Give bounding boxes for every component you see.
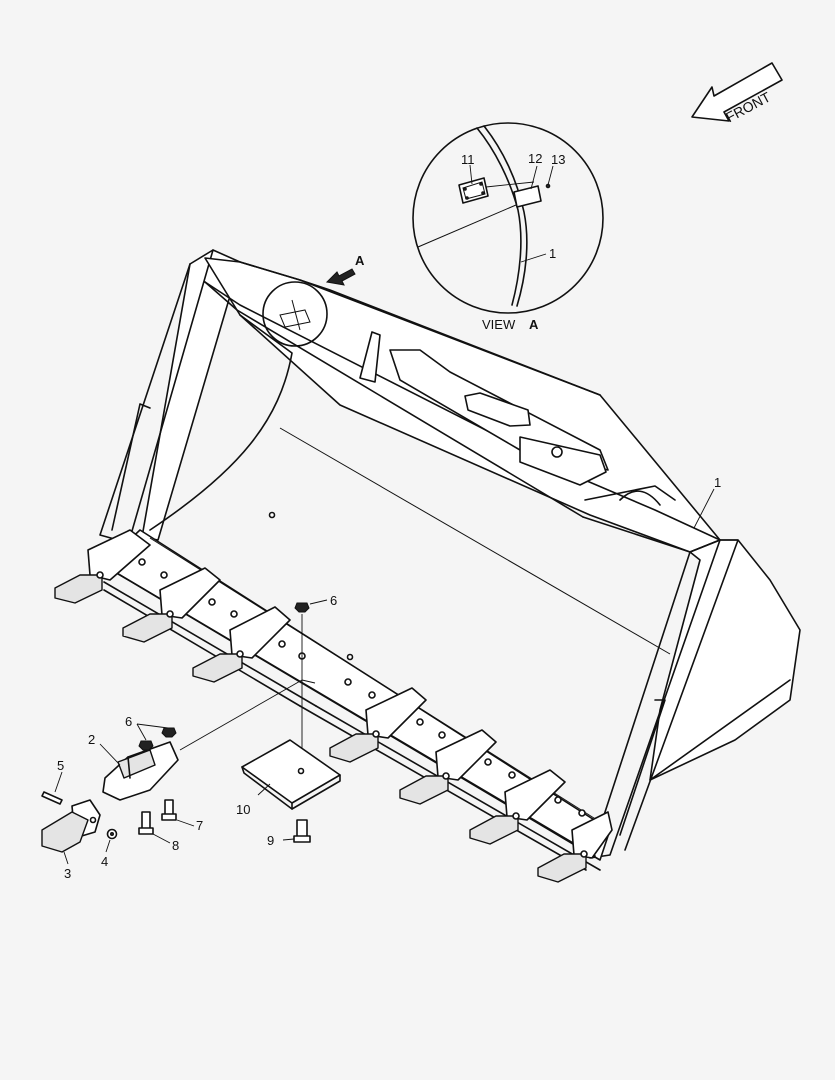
edge-bolts [138,558,586,817]
callout-11: 11 [461,152,475,167]
detail-circle-a [262,281,328,347]
tooth-4 [329,687,427,763]
nut-part-6-top: 6 [294,593,337,613]
bolt-part-9: 9 [267,819,311,848]
callout-6-top: 6 [330,593,337,608]
callout-1-view: 1 [549,246,556,261]
callout-2: 2 [88,732,95,747]
callout-12: 12 [528,151,542,166]
callout-4: 4 [101,854,108,869]
callout-1-group: 1 [693,475,721,529]
tooth-2 [122,567,221,643]
plate-part-12 [513,185,542,208]
callout-13: 13 [551,152,565,167]
tooth-6 [469,769,566,845]
pin-part-5: 5 [41,758,64,805]
callout-7: 7 [196,818,203,833]
arrow-letter: A [355,253,365,268]
tooth-tip-part-3: 3 [41,799,101,881]
bolt-part-7: 7 [161,799,203,833]
view-letter: A [529,317,539,332]
view-label: VIEW [482,317,516,332]
adapter-part-2: 2 [88,732,179,801]
view-arrow-a: A [325,253,365,286]
plate-part-11 [458,177,489,204]
callout-9: 9 [267,833,274,848]
teeth-row [54,529,613,883]
callout-8: 8 [172,838,179,853]
callout-1-main: 1 [714,475,721,490]
tooth-3 [192,606,291,683]
callout-3: 3 [64,866,71,881]
tooth-7 [537,811,613,883]
callout-10: 10 [236,802,250,817]
tooth-5 [399,729,497,805]
callout-6-side: 6 [125,714,132,729]
front-arrow: FRONT [691,62,783,125]
tooth-1 [54,529,151,604]
nuts-part-6-side: 6 [125,714,177,751]
callout-5: 5 [57,758,64,773]
wear-plate-part-10: 10 [236,739,341,817]
view-a-detail: 11 12 13 1 [412,122,604,314]
bolt-part-8: 8 [138,811,179,853]
washer-part-4: 4 [101,828,118,869]
bucket [54,249,801,883]
